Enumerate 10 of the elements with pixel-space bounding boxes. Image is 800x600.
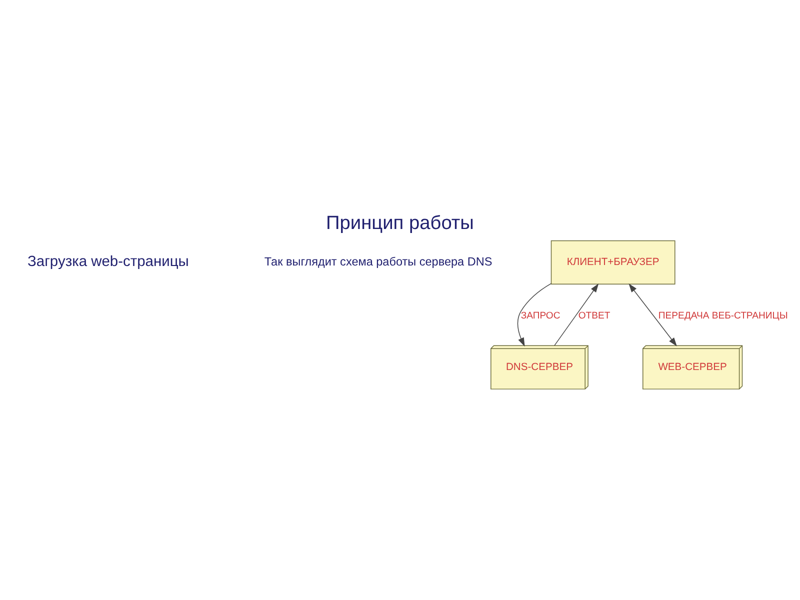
- node-box: КЛИЕНТ+БРАУЗЕР: [550, 240, 676, 285]
- arrow: [628, 284, 677, 346]
- diagram-title: Принцип работы: [326, 213, 474, 234]
- arrow: [554, 283, 599, 346]
- edge-label: ЗАПРОС: [520, 310, 560, 322]
- label: Так выглядит схема работы сервера DNS: [264, 255, 492, 268]
- edge-label: ОТВЕТ: [578, 310, 610, 322]
- label: Загрузка web-страницы: [27, 254, 189, 270]
- arrow: [517, 283, 552, 347]
- edge-label: ПЕРЕДАЧА ВЕБ-СТРАНИЦЫ: [658, 310, 788, 322]
